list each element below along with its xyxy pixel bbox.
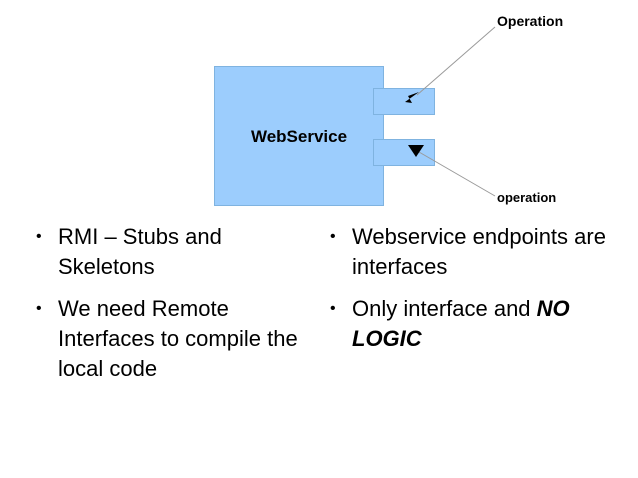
leader-line-lower bbox=[418, 151, 496, 197]
webservice-diagram: WebService Operation operation bbox=[0, 0, 638, 220]
callout-label-operation-upper: Operation bbox=[497, 13, 564, 29]
bullet-text: RMI – Stubs and Skeletons bbox=[58, 224, 222, 279]
left-column: RMI – Stubs and Skeletons We need Remote… bbox=[28, 222, 318, 396]
port-rect-upper bbox=[373, 88, 435, 115]
diagram-canvas bbox=[214, 26, 496, 206]
arrowhead-upper-icon bbox=[405, 92, 419, 103]
content-columns: RMI – Stubs and Skeletons We need Remote… bbox=[0, 222, 638, 478]
bullet-text-emphasis: NO LOGIC bbox=[352, 296, 570, 351]
list-item: Only interface and NO LOGIC bbox=[322, 294, 614, 354]
left-bullet-list: RMI – Stubs and Skeletons We need Remote… bbox=[28, 222, 318, 384]
bullet-text: Webservice endpoints are interfaces bbox=[352, 224, 606, 279]
port-rect-lower bbox=[373, 139, 435, 166]
bullet-text: We need Remote Interfaces to compile the… bbox=[58, 296, 298, 381]
right-bullet-list: Webservice endpoints are interfaces Only… bbox=[322, 222, 614, 354]
right-column: Webservice endpoints are interfaces Only… bbox=[322, 222, 614, 366]
bullet-text: Only interface and bbox=[352, 296, 537, 321]
leader-line-upper bbox=[416, 26, 496, 96]
arrowhead-lower-icon bbox=[408, 145, 424, 157]
webservice-component-box bbox=[214, 66, 384, 206]
list-item: We need Remote Interfaces to compile the… bbox=[28, 294, 318, 384]
callout-label-operation-lower: operation bbox=[497, 190, 557, 205]
webservice-component-label: WebService bbox=[250, 127, 348, 146]
list-item: Webservice endpoints are interfaces bbox=[322, 222, 614, 282]
list-item: RMI – Stubs and Skeletons bbox=[28, 222, 318, 282]
